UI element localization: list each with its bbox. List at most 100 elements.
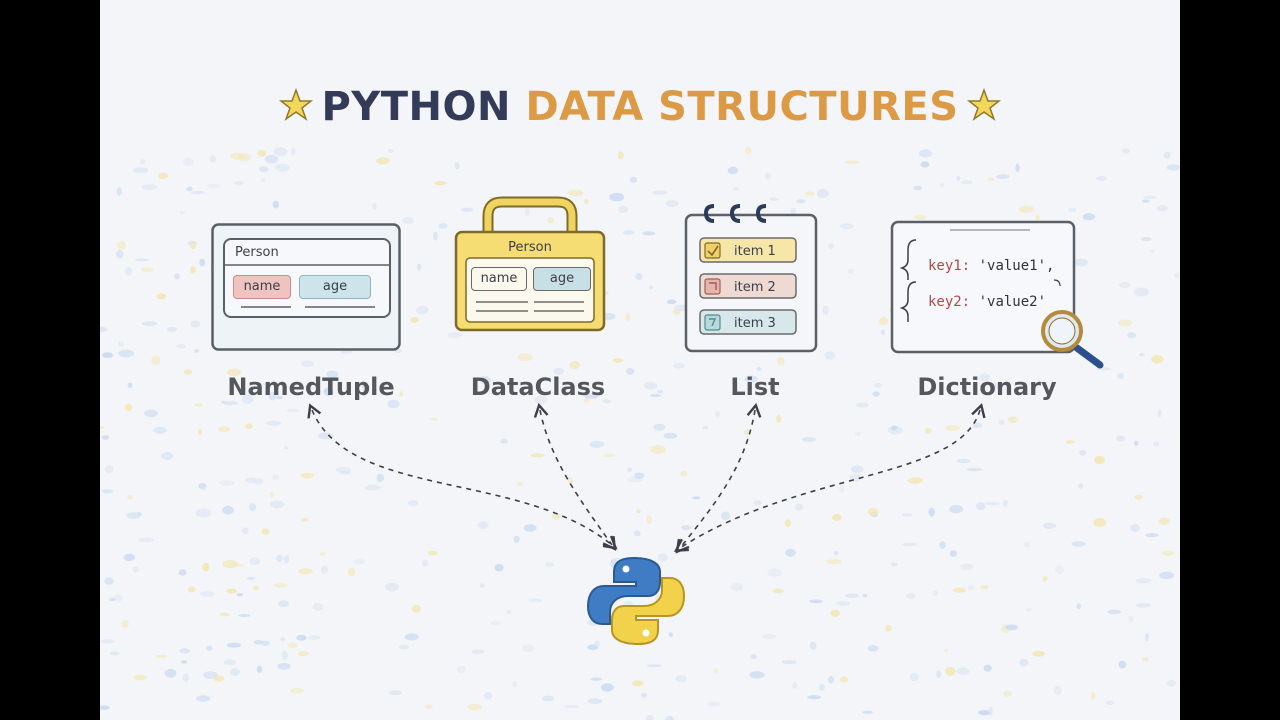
speckle [769,197,779,201]
speckle [646,515,653,525]
speckle [1134,494,1143,500]
speckle [372,202,377,211]
speckle [118,340,124,347]
dict-entry-1: key1: 'value1', [928,258,1054,274]
speckle [834,550,839,556]
speckle [277,662,291,670]
speckle [750,654,758,660]
speckle [230,668,240,676]
checkbox-icon [704,242,721,259]
speckle [132,566,139,573]
speckle [183,369,193,375]
speckle [745,146,752,155]
speckle [483,692,493,700]
speckle [326,370,339,378]
speckle [1076,603,1082,610]
speckle [1032,650,1045,657]
speckle [1135,578,1152,584]
speckle [104,577,114,585]
namedtuple-header: Person [235,245,279,260]
dict-entry-2: key2: 'value2' [928,294,1046,310]
speckle [781,660,797,664]
star-icon [966,88,1001,121]
speckle [675,675,687,683]
speckle [909,672,919,682]
speckle [634,472,645,479]
speckle [126,512,141,519]
speckle [118,349,135,358]
speckle [1163,151,1171,159]
speckle [176,344,186,349]
speckle [1055,565,1064,575]
speckle [809,599,823,604]
dataclass-frame [454,196,606,332]
speckle [230,152,245,160]
speckle [584,198,589,205]
speckle [187,586,196,593]
speckle [1105,700,1115,706]
speckle [1067,207,1077,212]
speckle [456,665,466,673]
speckle [260,178,266,183]
speckle [1026,608,1031,612]
speckle [844,160,860,164]
speckle [199,258,206,267]
speckle [1139,353,1145,357]
speckle [376,157,390,165]
speckle [1079,449,1087,456]
speckle [199,591,215,597]
diagram-canvas: PYTHON DATA STRUCTURES Person name age N… [100,0,1180,720]
speckle [207,183,221,189]
speckle [862,594,868,598]
speckle [245,423,253,430]
speckle [920,161,930,168]
speckle [153,426,167,434]
speckle [151,355,161,365]
speckle [984,502,1000,506]
speckle [100,326,107,332]
speckle [264,154,279,164]
speckle [956,175,961,182]
speckle [867,645,879,652]
speckle [320,565,328,574]
dict-key-2: key2: [928,294,971,310]
speckle [528,598,543,602]
speckle [269,500,285,509]
diagram-title: PYTHON DATA STRUCTURES [100,84,1180,130]
speckle [940,182,945,188]
speckle [792,681,798,689]
speckle [272,200,279,209]
speckle [584,394,598,399]
speckle [135,258,150,262]
speckle [401,217,414,225]
speckle [278,600,289,607]
speckle [182,673,190,683]
speckle [612,358,624,363]
speckle [905,593,916,599]
speckle [102,352,114,358]
speckle [296,634,307,641]
speckle [822,305,829,315]
speckle [663,432,678,439]
dict-value-1: 'value1', [978,258,1055,274]
speckle [826,559,842,565]
speckle [918,149,933,158]
speckle [433,231,438,241]
speckle [1019,658,1029,667]
speckle [1173,272,1180,279]
speckle [438,223,448,230]
speckle [1090,692,1096,700]
speckle [252,585,260,591]
dictionary-label: Dictionary [917,373,1057,401]
speckle [221,400,226,404]
speckle [298,568,313,575]
speckle [347,567,356,576]
speckle [116,187,122,196]
speckle [1117,373,1124,379]
speckle [625,313,631,321]
speckle [1149,249,1156,253]
speckle [824,351,836,360]
speckle [636,509,641,514]
speckle [241,394,254,404]
speckle [308,635,321,640]
